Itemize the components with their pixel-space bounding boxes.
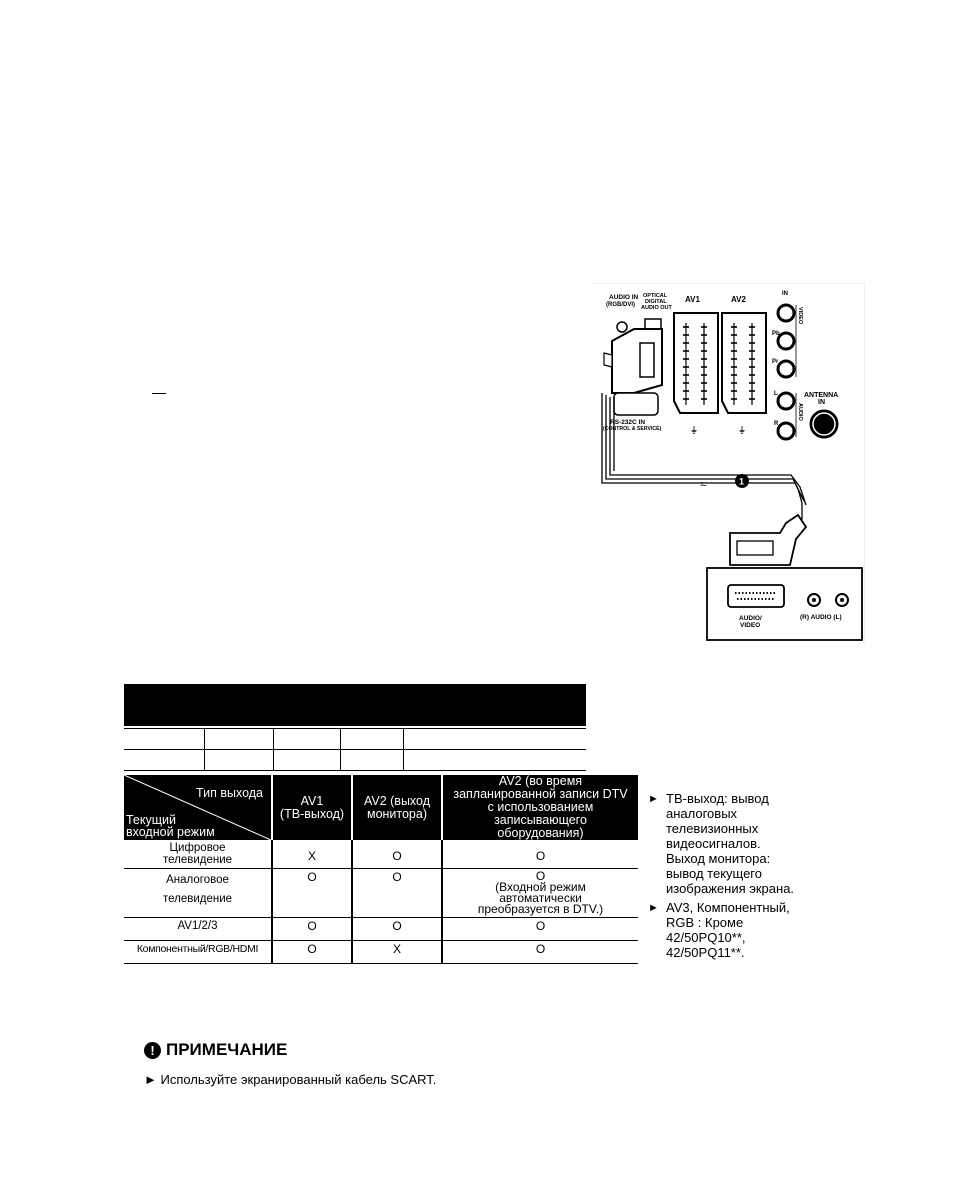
antenna-jack bbox=[809, 409, 839, 439]
audio-in-sub-label: (RGB/DVI) bbox=[606, 302, 635, 308]
pr-label: Pr bbox=[772, 359, 779, 365]
r-label: R bbox=[774, 421, 779, 427]
table-header-bar bbox=[124, 684, 586, 726]
av2-ground-icon: ⏚ bbox=[738, 426, 746, 435]
scart-plug-device bbox=[729, 513, 808, 566]
col-av2-rec-header: AV2 (во время запланированной записи DTV… bbox=[441, 775, 638, 840]
cable-break-icon: ≈ bbox=[700, 477, 707, 491]
device-av2-label: VIDEO bbox=[740, 622, 760, 629]
antenna-label: ANTENNA bbox=[804, 392, 838, 399]
rs232-sub-label: (CONTROL & SERVICE) bbox=[603, 426, 662, 432]
note-title: ПРИМЕЧАНИЕ bbox=[166, 1040, 288, 1059]
in-label: IN bbox=[782, 291, 788, 297]
table-row: Компонентный/RGB/HDMI O X O bbox=[124, 940, 638, 964]
side-note-2: ► AV3, Компонентный, RGB : Кроме 42/50PQ… bbox=[648, 900, 790, 960]
note-text: ► Используйте экранированный кабель SCAR… bbox=[144, 1072, 437, 1087]
output-type-header: Тип выхода bbox=[196, 786, 263, 800]
side-notes: ► ТВ-выход: вывод аналоговых телевизионн… bbox=[648, 791, 848, 960]
empty-grid bbox=[124, 728, 586, 771]
table-row: AV1/2/3 O O O bbox=[124, 917, 638, 941]
table-row: Аналоговое телевидение O O O (Входной ре… bbox=[124, 868, 638, 918]
decorative-dash bbox=[152, 393, 166, 394]
arrow-icon: ► bbox=[648, 902, 659, 914]
exclamation-icon: ! bbox=[144, 1041, 161, 1059]
callout-number: 1 bbox=[739, 477, 744, 487]
pb-label: Pb bbox=[772, 331, 780, 337]
rs232-label: RS-232C IN bbox=[610, 419, 645, 426]
pb-jack bbox=[776, 331, 796, 351]
video-label: VIDEO bbox=[797, 307, 803, 325]
device-audio-label: (R) AUDIO (L) bbox=[800, 614, 842, 621]
av1-ground-icon: ⏚ bbox=[690, 426, 698, 435]
av2-scart-port bbox=[721, 312, 767, 414]
antenna-in-label: IN bbox=[818, 399, 825, 406]
audio-vertical-label: AUDIO bbox=[797, 403, 803, 421]
audio-l-jack bbox=[776, 391, 796, 411]
side-note-1: ► ТВ-выход: вывод аналоговых телевизионн… bbox=[648, 791, 795, 896]
av1-label: AV1 bbox=[685, 295, 701, 304]
av1-scart-port bbox=[673, 312, 719, 414]
col-av1-header: AV1 (ТВ-выход) bbox=[271, 775, 352, 840]
optical-sub1-label: DIGITAL bbox=[645, 299, 667, 305]
callout-badge bbox=[735, 474, 749, 488]
connection-diagram: AUDIO IN (RGB/DVI) OPTICAL DIGITAL AUDIO… bbox=[590, 283, 865, 643]
audio-r-jack bbox=[776, 421, 796, 441]
audio-in-label: AUDIO IN bbox=[609, 294, 639, 301]
l-label: L bbox=[774, 391, 778, 397]
device-av-label: AUDIO/ bbox=[739, 615, 762, 622]
device-scart-port bbox=[727, 584, 785, 608]
optical-sub2-label: AUDIO OUT bbox=[641, 305, 673, 311]
col-av2-header: AV2 (выход монитора) bbox=[351, 775, 442, 840]
pr-jack bbox=[776, 359, 796, 379]
note-heading: ! ПРИМЕЧАНИЕ bbox=[144, 1040, 287, 1060]
audio-in-jack bbox=[616, 321, 628, 333]
table-row: Цифровое телевидение X O O bbox=[124, 840, 638, 869]
av2-label: AV2 bbox=[731, 295, 747, 304]
optical-label: OPTICAL bbox=[643, 293, 668, 299]
rs232-port bbox=[613, 392, 659, 416]
video-jack bbox=[776, 303, 796, 323]
arrow-icon: ► bbox=[648, 793, 659, 805]
